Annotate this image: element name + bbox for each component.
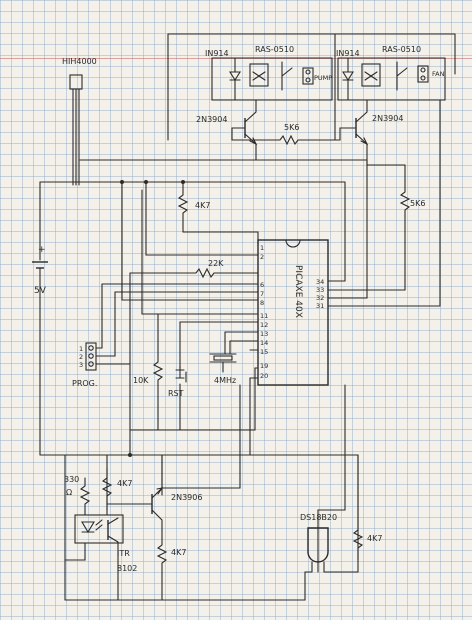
reset-switch <box>175 321 211 431</box>
r-5k6-mid-label: 5K6 <box>284 123 299 132</box>
resistor-10k <box>152 313 164 431</box>
pin-13: 13 <box>260 330 268 338</box>
opto-coupler-itr8102 <box>64 514 124 601</box>
pin-2: 2 <box>260 253 264 261</box>
prog-pin-1: 1 <box>79 345 83 353</box>
q3-collector-to-chip <box>161 384 241 489</box>
prog-pin-3: 3 <box>79 361 83 369</box>
q1-label: 2N3904 <box>196 115 227 124</box>
lower-ground-rail <box>129 367 259 431</box>
pin-31: 31 <box>316 302 324 310</box>
ds18b20-sensor <box>304 527 359 573</box>
battery-voltage-label: 5V <box>34 286 47 296</box>
pump-label: PUMP <box>314 74 332 82</box>
pin-14: 14 <box>260 339 268 347</box>
resistor-5k6-right <box>327 164 411 291</box>
pin-31-wire <box>327 99 441 307</box>
resistor-22k <box>129 267 259 279</box>
r-330-unit: Ω <box>66 488 72 497</box>
xtal-label: 4MHz <box>214 376 236 385</box>
fan-label: FAN <box>432 70 445 78</box>
pin-2-wire <box>145 181 259 256</box>
pin-34: 34 <box>316 278 324 286</box>
r-10k-label: 10K <box>133 376 149 385</box>
prog-header <box>85 342 131 371</box>
relay-a-label: RAS-0510 <box>255 45 294 54</box>
q2-label: 2N3904 <box>372 114 403 123</box>
pin-1-wire <box>182 231 259 247</box>
prog-pin-2: 2 <box>79 353 83 361</box>
r-4k7-opto-label: 4K7 <box>117 479 132 488</box>
resistor-4k7-opto <box>101 467 113 516</box>
rst-label: RST <box>168 389 184 398</box>
pin-20-wire <box>249 377 259 456</box>
pin-11: 11 <box>260 312 268 320</box>
pin-20: 20 <box>260 372 268 380</box>
resistor-5k6-mid <box>231 127 357 146</box>
pin-19: 19 <box>260 362 268 370</box>
resistor-4k7-ds <box>352 524 364 561</box>
ds-data-wire <box>317 384 346 563</box>
diode-a-label: IN914 <box>205 49 229 58</box>
q3-label: 2N3906 <box>171 493 202 502</box>
pin-12: 12 <box>260 321 268 329</box>
battery-plus-label: + <box>38 245 46 255</box>
pin-33: 33 <box>316 286 324 294</box>
pin-34-wire <box>327 181 346 282</box>
transistor-q1 <box>231 99 258 161</box>
relay-block-b <box>337 57 446 101</box>
itr-label: ITR <box>117 549 130 558</box>
r-330-label: 330 <box>64 475 79 484</box>
pin-32-wire <box>327 159 368 299</box>
relay-b-label: RAS-0510 <box>382 45 421 54</box>
itr-number: 8102 <box>117 564 137 573</box>
pin-32: 32 <box>316 294 324 302</box>
r-4k7-ds-label: 4K7 <box>367 534 382 543</box>
pin-6: 6 <box>260 281 264 289</box>
chip-label: PICAXE 40X <box>293 265 303 318</box>
opto-bottom-rail <box>64 571 306 601</box>
q2-emitter-down <box>366 159 406 166</box>
r-4k7-bottom-label: 4K7 <box>171 548 186 557</box>
relay-block-a <box>211 57 333 101</box>
resistor-4k7-top <box>177 181 189 233</box>
r-5k6-right-label: 5K6 <box>410 199 425 208</box>
resistor-4k7-bottom <box>156 539 168 601</box>
pin-15: 15 <box>260 348 268 356</box>
r-4k7-top-label: 4K7 <box>195 201 210 210</box>
crystal-4mhz <box>209 331 237 373</box>
bottom-rail-wire <box>39 454 359 561</box>
resistor-330 <box>79 477 91 516</box>
prog-label: PROG. <box>72 379 97 388</box>
picaxe-chip <box>257 239 329 386</box>
hih4000-label: HIH4000 <box>62 57 97 66</box>
pin-8-wire <box>121 181 259 301</box>
hih4000-sensor <box>69 74 83 186</box>
transistor-q2 <box>355 99 369 161</box>
pin-8: 8 <box>260 299 264 307</box>
r-22k-label: 22K <box>208 259 224 268</box>
transistor-q3 <box>106 454 164 541</box>
pin-7: 7 <box>260 290 264 298</box>
pin-1: 1 <box>260 244 264 252</box>
diode-b-label: IN914 <box>336 49 360 58</box>
